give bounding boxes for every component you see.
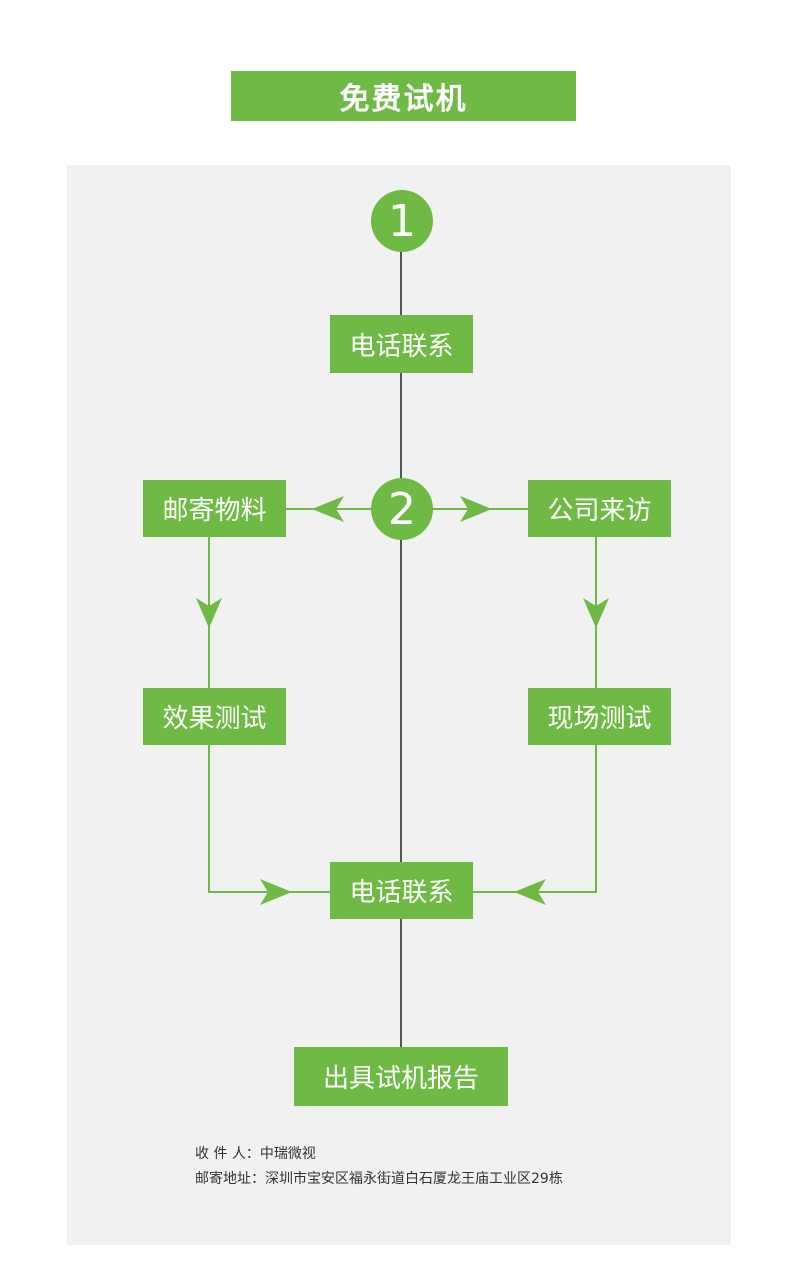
step-1-circle: 1 [371,190,433,252]
arrow-down-right [583,598,609,628]
recipient-line: 收 件 人：中瑞微视 [195,1146,316,1162]
test-report-box: 出具试机报告 [294,1047,508,1106]
phone-contact-box-1: 电话联系 [330,315,473,373]
arrow-right-return [260,879,292,905]
arrow-left-return [514,879,546,905]
step-1-number: 1 [388,195,416,247]
onsite-test-box: 现场测试 [528,688,671,745]
step-2-number: 2 [388,483,416,535]
arrow-right [460,496,492,522]
phone-contact-box-2: 电话联系 [330,862,473,919]
step-2-circle: 2 [371,478,433,540]
company-visit-box: 公司来访 [528,480,671,537]
mail-materials-box: 邮寄物料 [143,480,286,537]
right-return-connector [473,745,597,893]
page-title: 免费试机 [231,71,576,121]
arrow-left [312,496,344,522]
effect-test-box: 效果测试 [143,688,286,745]
left-return-connector [208,745,331,893]
address-line: 邮寄地址：深圳市宝安区福永街道白石厦龙王庙工业区29栋 [195,1171,563,1187]
arrow-down-left [196,598,222,628]
